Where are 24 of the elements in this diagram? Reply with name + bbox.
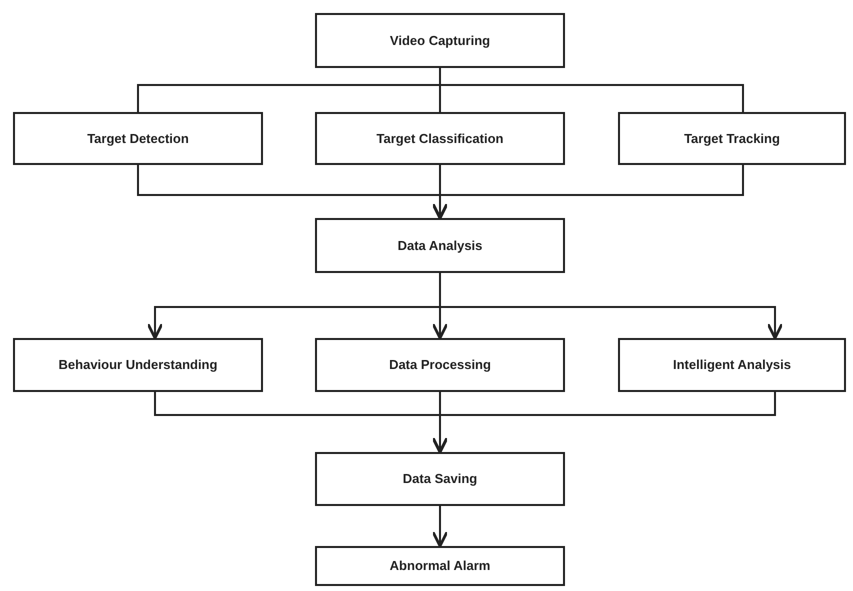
connector-arrow <box>432 506 448 548</box>
process-box <box>618 112 846 165</box>
box-label: Video Capturing <box>390 32 490 50</box>
process-box <box>315 452 565 506</box>
process-box <box>618 338 846 392</box>
connector-arrow <box>439 273 784 340</box>
box-label: Target Classification <box>376 130 504 148</box>
process-box <box>315 338 565 392</box>
process-box <box>315 546 565 586</box>
box-label: Data Analysis <box>398 236 482 255</box>
box-label: Intelligent Analysis <box>673 356 791 374</box>
box-label: Data Saving <box>402 470 478 488</box>
process-box <box>315 112 565 165</box>
process-box <box>13 112 263 165</box>
box-label: Data Processing <box>389 356 491 374</box>
connector-arrow <box>432 165 744 220</box>
connector-arrow <box>432 392 776 454</box>
process-box <box>315 218 565 273</box>
process-box <box>13 338 263 392</box>
box-label: Behaviour Understanding <box>58 356 218 374</box>
box-label: Abnormal Alarm <box>390 557 490 576</box>
box-label: Target Tracking <box>684 130 780 148</box>
process-box <box>315 13 565 68</box>
box-label: Target Detection <box>87 130 189 148</box>
